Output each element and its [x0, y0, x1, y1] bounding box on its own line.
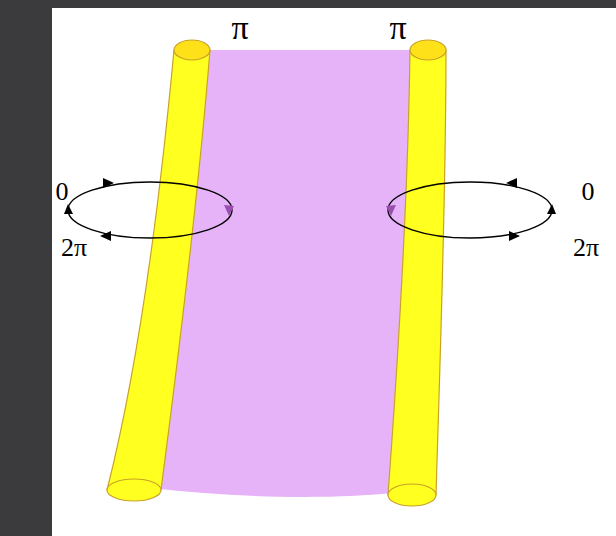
tube-end [410, 40, 446, 60]
tube-end [388, 484, 436, 506]
white-panel [52, 8, 616, 536]
arrowhead [224, 205, 234, 216]
loop-label: 0 [582, 179, 595, 205]
tube [388, 50, 446, 495]
tube [107, 50, 210, 490]
arrowhead [100, 231, 111, 241]
loop-label: 0 [56, 179, 69, 205]
arrowhead [509, 231, 520, 241]
arrowhead [547, 204, 556, 214]
arrowhead [506, 178, 517, 188]
loop [68, 182, 232, 238]
arrowhead [64, 204, 73, 214]
arrowhead [103, 178, 114, 188]
angle-label: π [231, 11, 248, 45]
angle-label: π [389, 11, 406, 45]
loop-label: 2π [573, 235, 599, 261]
tube-end [174, 40, 210, 60]
tube-end [107, 479, 161, 501]
arrowhead [386, 205, 396, 216]
loop-label: 2π [61, 235, 87, 261]
loop [388, 182, 552, 238]
